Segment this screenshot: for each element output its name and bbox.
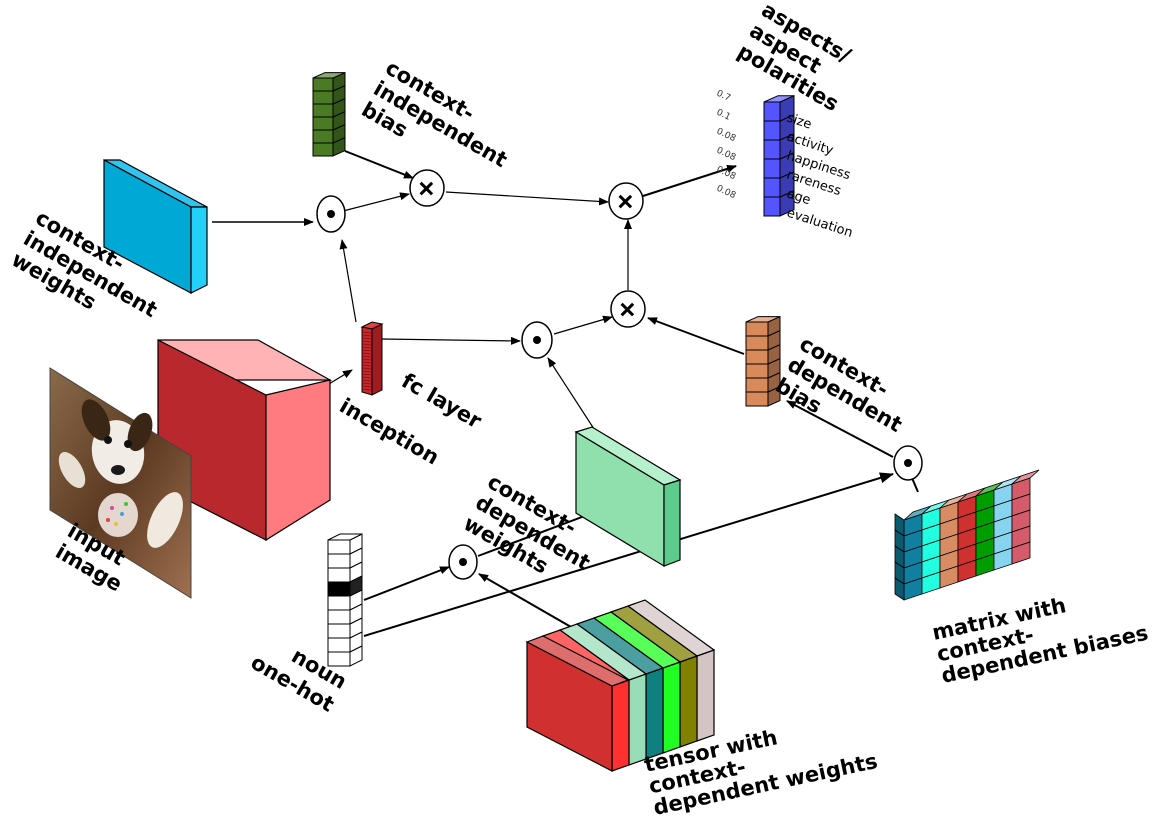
onehot-active-cell	[327, 581, 351, 597]
aspects-cell	[763, 151, 795, 179]
matrix-cell	[957, 487, 986, 519]
add-operator-3: +	[609, 290, 646, 328]
aspects-cell	[763, 94, 795, 122]
cd-bias-cell	[745, 371, 781, 393]
aspect-value: 0.1	[715, 108, 732, 123]
add-operator-1: +	[408, 169, 445, 207]
noun-onehot-block	[327, 533, 363, 667]
inception-side	[265, 379, 331, 542]
aspect-values: 0.70.10.080.080.080.08	[715, 89, 738, 202]
ci-bias-label: context- independent bias	[358, 56, 530, 197]
matrix-cell	[993, 475, 1022, 507]
fc-layer-block	[360, 321, 384, 396]
matrix-cell	[975, 481, 1004, 513]
edge-add2-to-aspects	[642, 164, 737, 197]
hadamard-operator-3	[448, 544, 478, 580]
hadamard-operator-2	[521, 321, 553, 359]
cd-bias-cell	[745, 343, 781, 365]
fc-layer-label: fc layer	[398, 369, 487, 434]
onehot-cell	[327, 595, 351, 611]
aspects-cell	[763, 189, 795, 217]
edge-mult2-to-add3	[553, 315, 613, 335]
matrix-cell	[1011, 541, 1031, 565]
fc-layer-front	[361, 326, 373, 396]
aspect-value: 0.08	[715, 184, 738, 202]
aspect-name-size: size	[785, 111, 814, 133]
tensor-slice	[575, 617, 665, 760]
edge-onehot-to-mult4	[363, 472, 894, 637]
ci-bias-cell	[312, 84, 346, 105]
aspect-name-age: age	[785, 187, 813, 209]
tensor-block	[525, 599, 716, 772]
ci-weights-block	[103, 158, 208, 294]
aspect-value: 0.08	[715, 146, 738, 164]
operators: + + +	[316, 169, 923, 580]
cd-weights-block	[574, 426, 682, 568]
cd-bias-label: context- dependent bias	[772, 332, 925, 462]
aspect-names: sizeactivityhappinessrarenessageevaluati…	[785, 111, 855, 241]
edge-mult4-to-cd-bias	[786, 400, 894, 458]
onehot-cell	[327, 637, 351, 653]
add-operator-2: +	[607, 182, 644, 220]
hadamard-operator-4	[893, 445, 923, 481]
onehot-cell	[327, 539, 351, 555]
edge-fc-to-mult2	[381, 336, 521, 345]
aspect-value: 0.08	[715, 127, 738, 145]
aspect-value: 0.7	[715, 89, 732, 104]
ci-weights-side	[190, 206, 208, 294]
edge-matrix-to-mult4	[911, 477, 919, 493]
fc-layer-stripes	[362, 331, 372, 391]
ci-bias-cell	[312, 123, 346, 144]
aspect-name-evaluation: evaluation	[785, 206, 855, 241]
cd-bias-block	[745, 315, 781, 407]
aspects-block	[763, 94, 795, 217]
edge-cd-bias-to-add3	[647, 317, 745, 355]
edge-onehot-to-mult3	[363, 566, 450, 601]
cd-bias-cell	[745, 385, 781, 407]
ci-bias-cell	[312, 71, 346, 92]
onehot-cell	[327, 553, 351, 569]
ci-bias-block	[312, 71, 346, 157]
matrix-cell	[939, 493, 968, 525]
edge-ci-bias-to-add1	[344, 150, 414, 179]
tensor-slice	[525, 635, 630, 772]
edge-fc-to-mult1	[339, 239, 357, 323]
hadamard-operator-1	[316, 195, 346, 233]
edge-mult1-to-add1	[342, 192, 410, 212]
ci-bias-cell	[312, 97, 346, 118]
tensor-slice	[626, 599, 716, 742]
onehot-cell	[327, 623, 351, 639]
edge-add1-to-add2	[445, 191, 609, 206]
cd-bias-cell	[745, 315, 781, 337]
aspects-title-label: aspects/ aspect polarities	[734, 0, 867, 116]
onehot-cell	[327, 567, 351, 583]
matrix-block	[894, 469, 1040, 601]
aspects-cell	[763, 132, 795, 160]
puppy-photo	[49, 367, 192, 599]
matrix-label: matrix with context- dependent biases	[930, 578, 1150, 688]
onehot-cell	[327, 609, 351, 625]
edge-cd-weights-to-mult2	[547, 357, 597, 433]
